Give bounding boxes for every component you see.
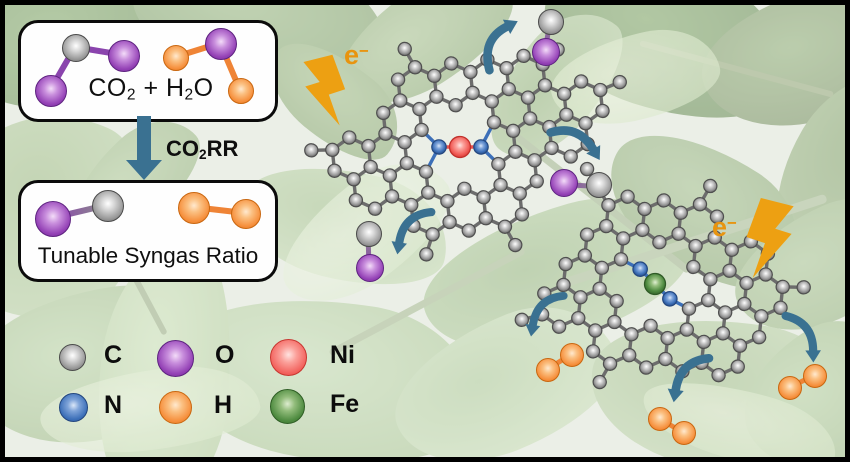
oxygen-atom: [108, 40, 140, 72]
hydrogen-atom: [228, 78, 254, 104]
electron-label: e−: [344, 40, 369, 70]
flow-arrow: [781, 311, 821, 363]
flow-arrow: [525, 291, 568, 337]
carbon-atom: [92, 190, 124, 222]
oxygen-atom: [205, 28, 237, 60]
oxygen-atom: [550, 169, 578, 197]
oxygen-atom: [35, 201, 71, 237]
legend-iron-sphere: [270, 389, 305, 424]
hydrogen-atom: [672, 421, 696, 445]
reaction-arrow: [126, 116, 162, 180]
lightning-bolt-icon: [746, 198, 794, 278]
carbon-atom: [356, 221, 382, 247]
flow-arrow: [667, 354, 714, 403]
legend-hydrogen-sphere: [159, 391, 192, 424]
legend-nickel-sphere: [270, 339, 307, 376]
hydrogen-atom: [231, 199, 261, 229]
flow-arrow: [483, 19, 518, 75]
hydrogen-atom: [560, 343, 584, 367]
legend-nitrogen-sphere: [59, 393, 88, 422]
flow-arrow: [546, 126, 601, 161]
hydrogen-atom: [178, 192, 210, 224]
legend-oxygen-sphere: [157, 340, 194, 377]
legend-label-oxygen: O: [215, 341, 235, 369]
arrow-head: [126, 160, 162, 180]
legend-carbon-sphere: [59, 344, 86, 371]
hydrogen-atom: [803, 364, 827, 388]
hydrogen-atom: [648, 407, 672, 431]
hydrogen-atom: [536, 358, 560, 382]
carbon-atom: [538, 9, 564, 35]
oxygen-atom: [532, 38, 560, 66]
oxygen-atom: [356, 254, 384, 282]
arrow-shaft: [137, 116, 151, 162]
lightning-bolt-icon: [303, 54, 346, 126]
carbon-atom: [62, 34, 90, 62]
reactants-formula: CO2 + H2O: [88, 74, 214, 104]
fe-n2-graphene-flake: [514, 161, 811, 390]
carbon-atom: [586, 172, 612, 198]
legend-label-carbon: C: [104, 341, 123, 369]
legend-label-hydrogen: H: [214, 391, 233, 419]
reaction-label: CO2RR: [166, 136, 239, 162]
legend-label-nickel: Ni: [330, 341, 355, 369]
flow-arrow: [391, 207, 436, 255]
legend-label-nitrogen: N: [104, 391, 123, 419]
products-label: Tunable Syngas Ratio: [37, 243, 259, 268]
hydrogen-atom: [163, 45, 189, 71]
oxygen-atom: [35, 75, 67, 107]
electron-label: e−: [712, 212, 737, 242]
legend-label-iron: Fe: [330, 390, 360, 418]
hydrogen-atom: [778, 376, 802, 400]
